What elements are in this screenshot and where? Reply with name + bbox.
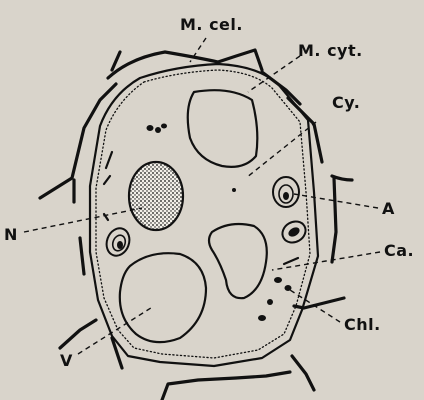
chloroplast bbox=[161, 124, 167, 129]
amyloplast-right bbox=[273, 177, 299, 207]
label-membrana-celular: M. cel. bbox=[180, 15, 243, 34]
cytoplasm-dot bbox=[232, 188, 236, 192]
label-carotenoides: Ca. bbox=[384, 241, 414, 260]
carotenoid-body bbox=[106, 152, 112, 168]
label-nucleo: N bbox=[4, 225, 18, 244]
label-cloroplastos: Chl. bbox=[344, 315, 381, 334]
vacuole-middle bbox=[209, 224, 267, 298]
label-vacuola: V bbox=[60, 351, 73, 370]
leader-lines bbox=[24, 38, 380, 354]
nucleus bbox=[129, 162, 183, 230]
carotenoid-body bbox=[284, 258, 298, 264]
label-citoplasma: Cy. bbox=[332, 93, 360, 112]
vacuole-top bbox=[188, 90, 258, 167]
cell-inclusions bbox=[104, 124, 298, 322]
carotenoid-body bbox=[104, 176, 110, 184]
chloroplast bbox=[147, 125, 154, 131]
label-amiloplasto: A bbox=[382, 199, 395, 218]
chloroplast bbox=[258, 315, 266, 321]
chloroplast bbox=[267, 299, 273, 305]
chloroplast bbox=[274, 277, 282, 283]
cytoplasmic-membrane bbox=[96, 70, 310, 358]
amyloplast-lower-right bbox=[279, 217, 310, 246]
vacuole-bottom bbox=[120, 253, 206, 342]
neighbour-cell-walls bbox=[40, 50, 352, 400]
amyloplast-left bbox=[103, 225, 133, 259]
chloroplast bbox=[155, 127, 161, 133]
label-membrana-citoplasmatica: M. cyt. bbox=[298, 41, 363, 60]
